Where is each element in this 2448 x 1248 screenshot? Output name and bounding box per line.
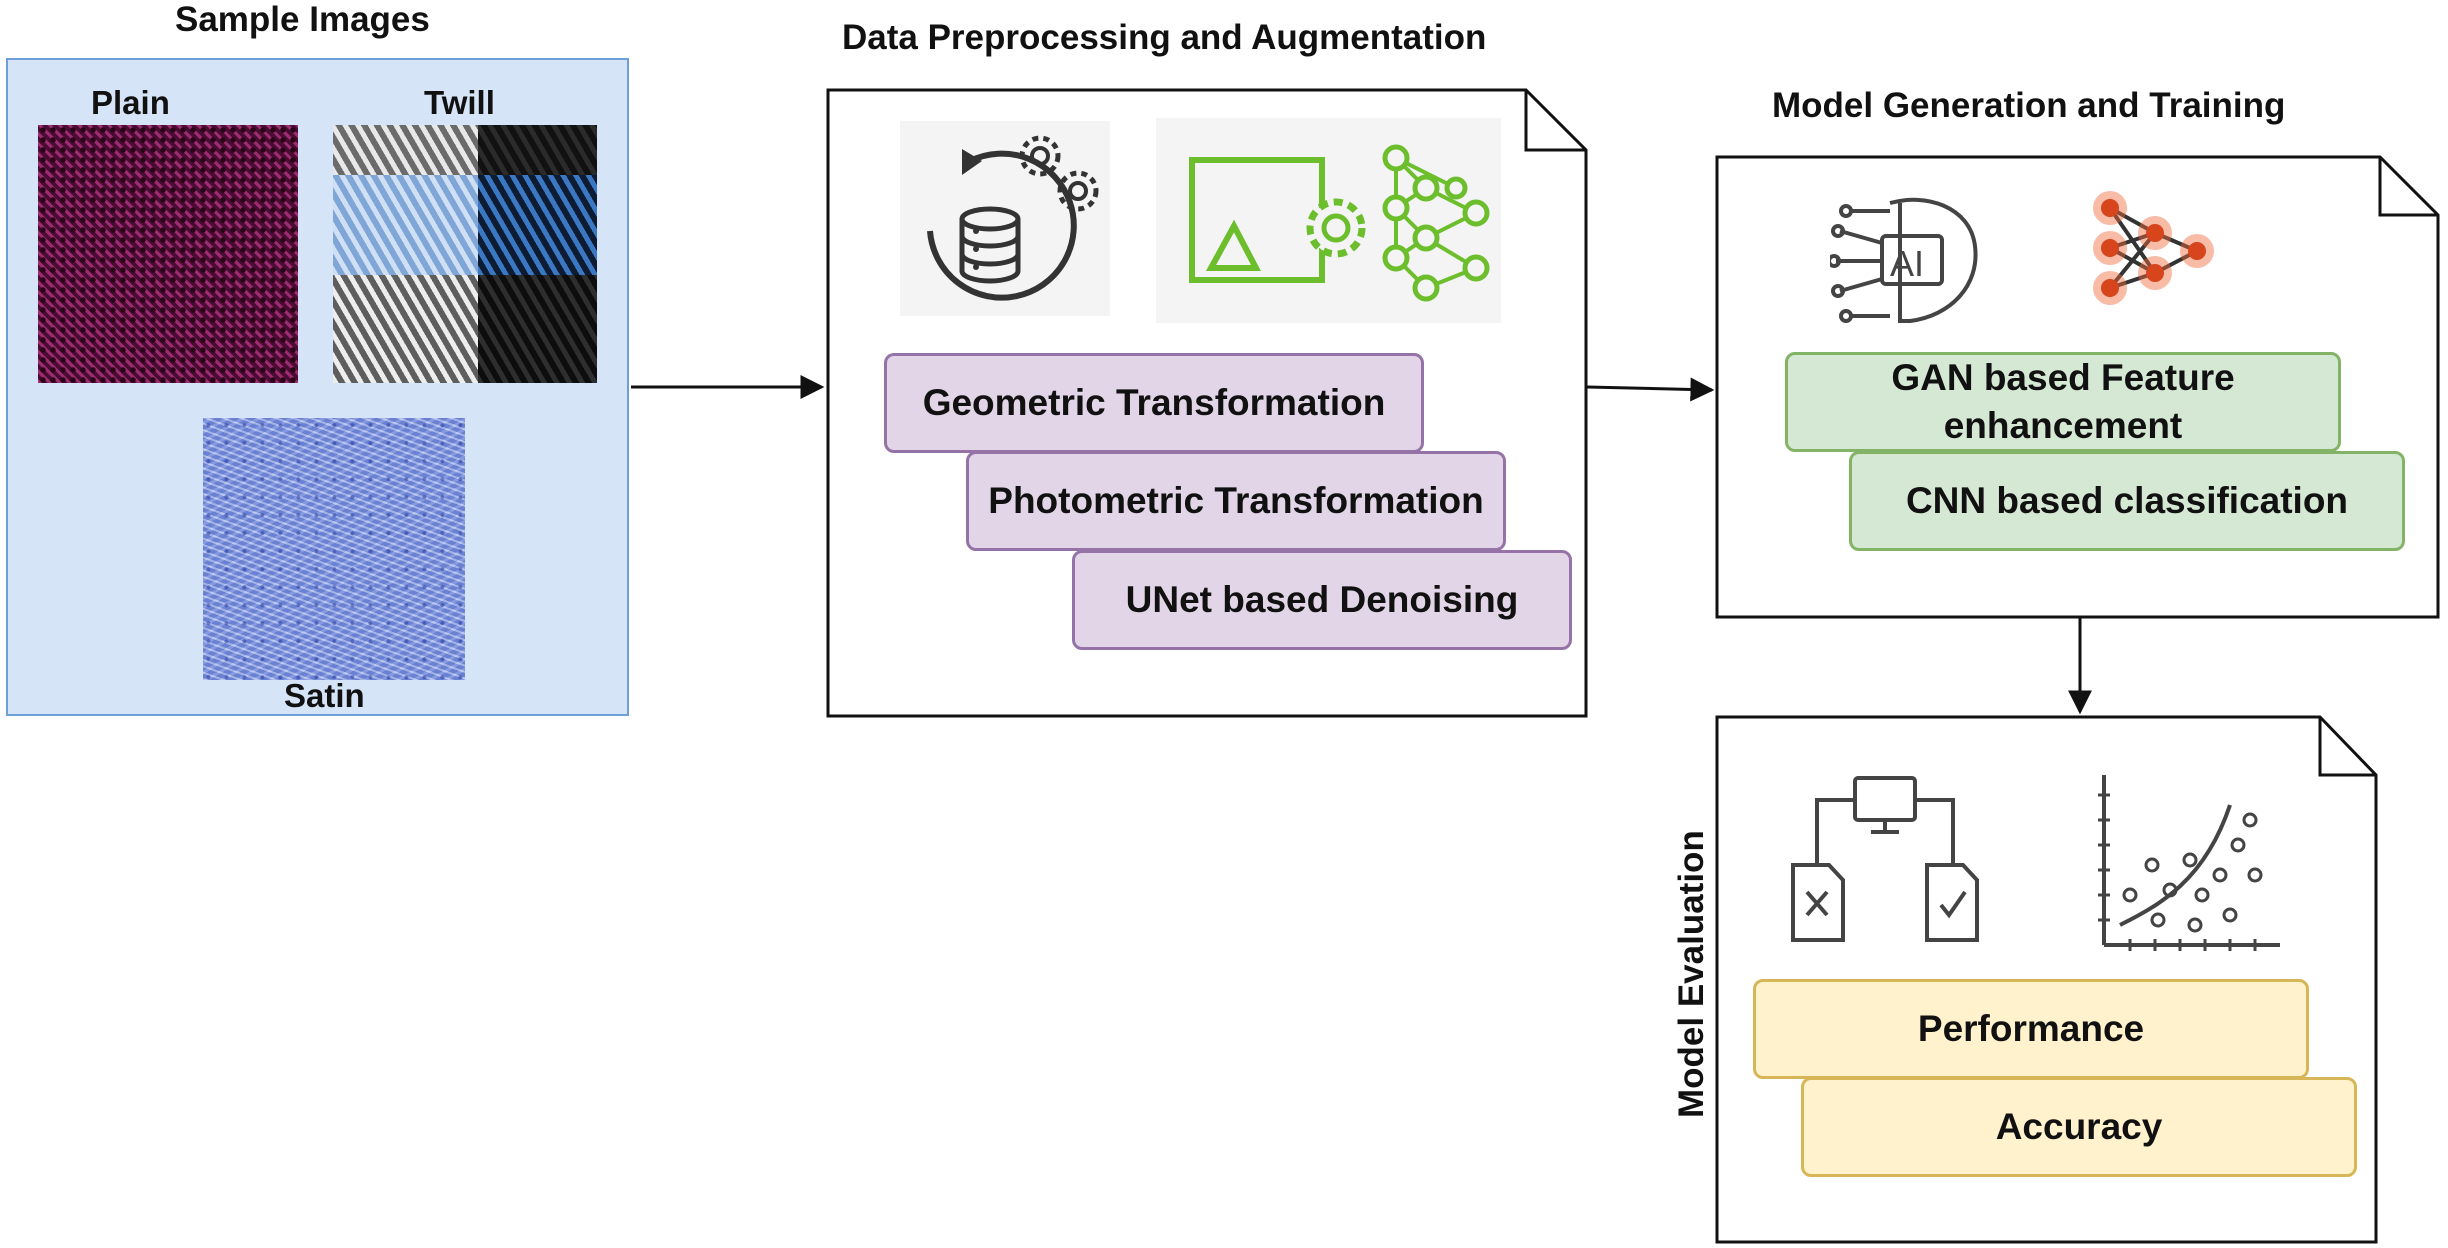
computer-decision-files-icon bbox=[1785, 770, 1985, 950]
training-title: Model Generation and Training bbox=[1772, 86, 2286, 125]
cnn-classification-step: CNN based classification bbox=[1849, 451, 2405, 551]
gan-feature-enhancement-step: GAN based Feature enhancement bbox=[1785, 352, 2341, 452]
svg-text:AI: AI bbox=[1890, 243, 1924, 284]
performance-step: Performance bbox=[1753, 979, 2309, 1079]
twill-fabric-image bbox=[333, 125, 597, 383]
sample-images-panel: Plain Twill Satin bbox=[6, 58, 629, 716]
geometric-transformation-step: Geometric Transformation bbox=[884, 353, 1424, 453]
photometric-transformation-step: Photometric Transformation bbox=[966, 451, 1506, 551]
database-cycle-gears-icon bbox=[900, 121, 1110, 316]
evaluation-document: Performance Accuracy bbox=[1715, 715, 2378, 1244]
twill-label: Twill bbox=[424, 84, 495, 121]
unet-denoising-step: UNet based Denoising bbox=[1072, 550, 1572, 650]
accuracy-step: Accuracy bbox=[1801, 1077, 2357, 1177]
training-document: AI GAN based Feature enhancement CNN bas… bbox=[1715, 155, 2440, 619]
ai-brain-icon: AI bbox=[1830, 191, 1990, 339]
plain-label: Plain bbox=[91, 84, 170, 121]
satin-fabric-image bbox=[203, 418, 465, 680]
arrow-preprocessing-to-training bbox=[1586, 377, 1715, 402]
sample-images-title: Sample Images bbox=[175, 0, 430, 39]
preprocessing-title: Data Preprocessing and Augmentation bbox=[842, 18, 1487, 57]
scatter-plot-icon bbox=[2090, 765, 2285, 955]
satin-label: Satin bbox=[284, 677, 365, 714]
neural-network-icon bbox=[2085, 183, 2225, 313]
plain-fabric-image bbox=[38, 125, 298, 383]
evaluation-title: Model Evaluation bbox=[1672, 830, 1711, 1118]
preprocessing-document: Geometric Transformation Photometric Tra… bbox=[826, 88, 1588, 718]
image-gear-network-icon bbox=[1156, 118, 1501, 323]
